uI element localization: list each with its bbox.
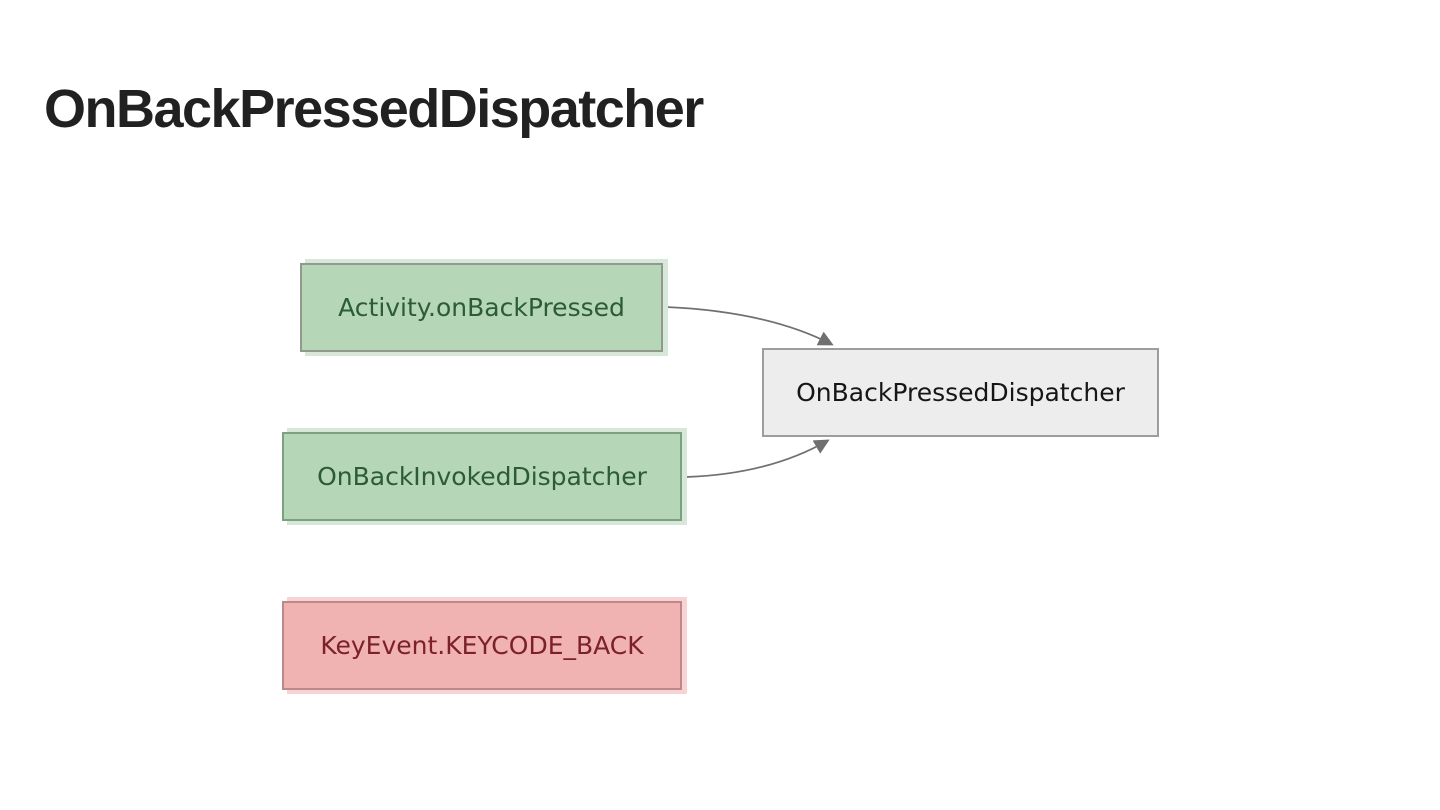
node-label: OnBackPressedDispatcher <box>796 378 1125 407</box>
page-title: OnBackPressedDispatcher <box>44 79 704 139</box>
node-activity-onbackpressed: Activity.onBackPressed <box>300 263 663 352</box>
arrow-activity-to-dispatcher <box>665 306 834 346</box>
node-onbackinvokeddispatcher: OnBackInvokedDispatcher <box>282 432 682 521</box>
arrow-invoked-to-dispatcher <box>685 439 830 478</box>
node-label: OnBackInvokedDispatcher <box>317 462 647 491</box>
node-label: KeyEvent.KEYCODE_BACK <box>320 631 644 660</box>
node-label: Activity.onBackPressed <box>338 293 625 322</box>
node-keyevent-keycode-back: KeyEvent.KEYCODE_BACK <box>282 601 682 690</box>
node-onbackpresseddispatcher: OnBackPressedDispatcher <box>762 348 1159 437</box>
